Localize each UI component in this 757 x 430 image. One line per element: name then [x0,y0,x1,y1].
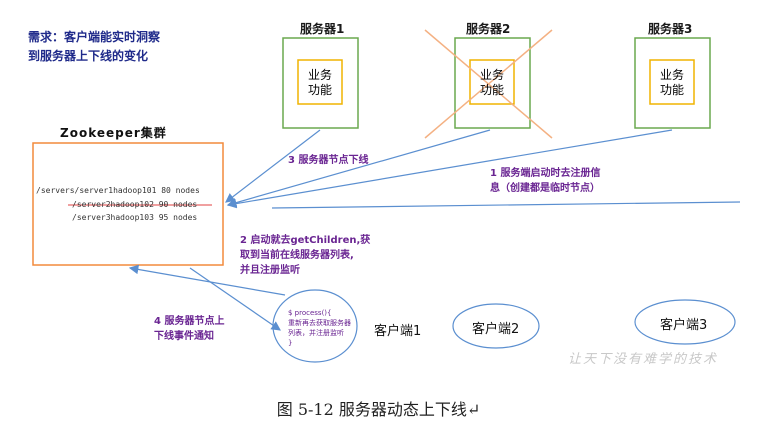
server1-func-line1: 业务 [307,68,332,82]
zk-node-server1: /servers/server1hadoop101 80 nodes [36,186,200,195]
server2-func-box [469,59,515,105]
server3-func-line1: 业务 [659,68,684,82]
requirement-text: 需求：客户端能实时洞察 到服务器上下线的变化 [28,28,160,66]
server3-box [634,37,711,129]
server3-func-box [649,59,695,105]
server2-cross-line-b [424,29,553,139]
server2-func-label: 业务 功能 [470,68,514,98]
server3-title: 服务器3 [648,22,693,36]
server1-func-line2: 功能 [307,83,332,97]
process-line1: $ process(){ [288,309,332,317]
server2-title: 服务器2 [466,22,511,36]
step2-line1: 2 启动就去getChildren,获 [240,235,371,246]
client1-ellipse [272,289,358,363]
step2-label: 2 启动就去getChildren,获 取到当前在线服务器列表, 并且注册监听 [240,233,370,278]
zk-node-server2: /server2hadoop102 90 nodes [72,200,198,209]
step4-line1: 4 服务器节点上 [154,316,225,327]
step4-line2: 下线事件通知 [154,331,214,342]
client3-label: 客户端3 [660,318,708,333]
server2-func-line2: 功能 [479,83,504,97]
client1-label: 客户端1 [374,324,422,339]
step2-line3: 并且注册监听 [240,265,300,276]
watermark-text: 让天下没有难学的技术 [568,352,719,367]
process-line4: } [288,339,293,347]
server3-func-line2: 功能 [659,83,684,97]
server1-box [282,37,359,129]
zk-node-server3: /server3hadoop103 95 nodes [72,213,198,222]
client3-ellipse [634,299,736,345]
step1-line2: 息（创建都是临时节点） [490,183,600,194]
process-line2: 重新再去获取服务器 [288,319,351,327]
client2-label: 客户端2 [472,322,520,337]
arrow-notify [189,267,281,331]
zookeeper-box [32,142,224,266]
register-baseline [271,201,741,209]
step1-label: 1 服务端启动时去注册信 息（创建都是临时节点） [490,166,600,196]
arrow-server3-to-zk [226,129,673,209]
requirement-line2: 到服务器上下线的变化 [28,49,149,63]
process-text: $ process(){ 重新再去获取服务器 列表，并注册监听 } [288,308,351,348]
server1-func-label: 业务 功能 [298,68,342,98]
step1-line1: 1 服务端启动时去注册信 [490,168,601,179]
server1-func-box [297,59,343,105]
step4-label: 4 服务器节点上 下线事件通知 [154,314,224,344]
step3-label: 3 服务器节点下线 [288,155,369,166]
process-line3: 列表，并注册监听 [288,329,344,337]
server3-func-label: 业务 功能 [650,68,694,98]
arrow-server1-to-zk [225,129,321,203]
server2-func-line1: 业务 [479,68,504,82]
zookeeper-title: Zookeeper集群 [60,126,167,140]
arrow-getchildren [128,264,286,296]
arrow-server2-to-zk [226,129,491,208]
requirement-line1: 需求：客户端能实时洞察 [28,30,161,44]
figure-caption: 图 5-12 服务器动态上下线↵ [276,400,481,419]
step2-line2: 取到当前在线服务器列表, [240,250,354,261]
server2-box [454,37,531,129]
server1-title: 服务器1 [300,22,345,36]
client2-ellipse [452,303,540,349]
